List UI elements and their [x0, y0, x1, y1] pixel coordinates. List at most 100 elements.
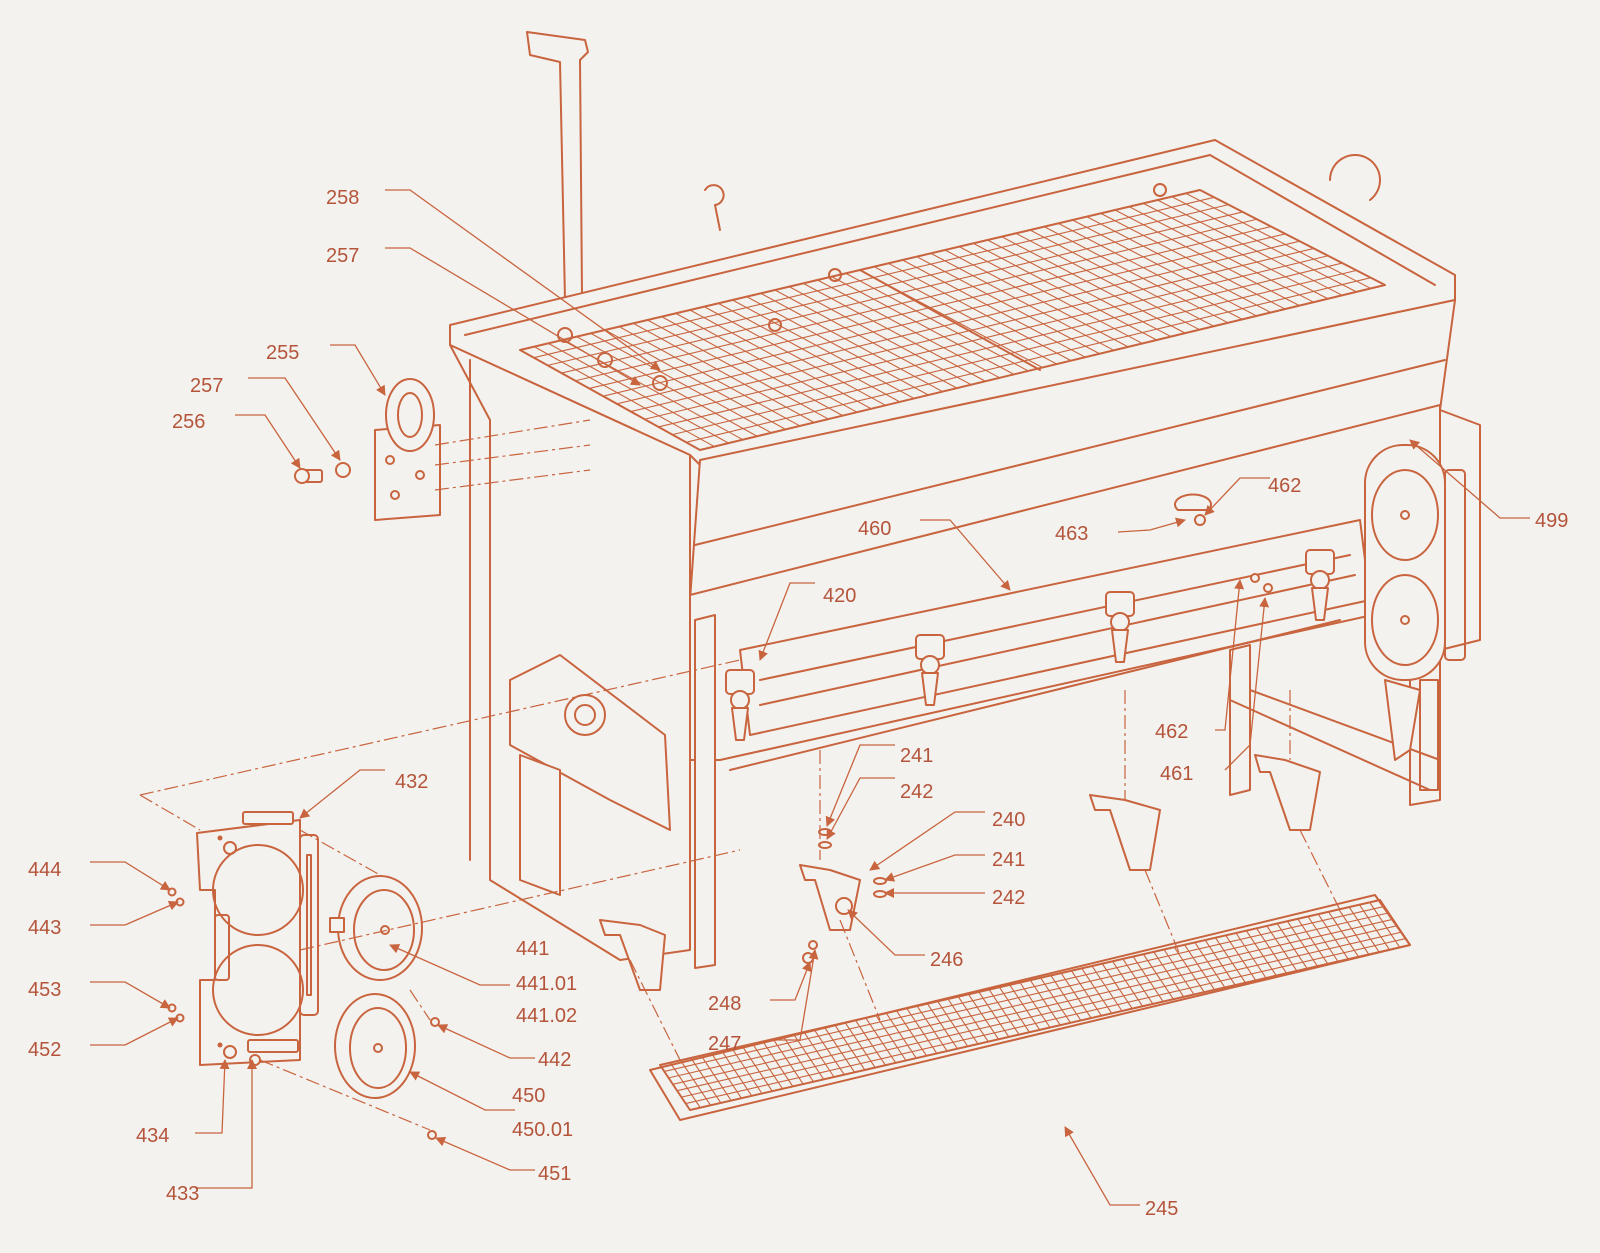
grid-line	[616, 240, 1300, 405]
callout-442: 442	[538, 1049, 571, 1071]
grid-line	[888, 262, 1072, 362]
callout-462-bottom: 462	[1155, 721, 1188, 743]
grid-line	[1276, 923, 1308, 969]
grid-line	[630, 247, 1314, 413]
callout-420: 420	[823, 585, 856, 607]
callout-240: 240	[992, 809, 1025, 831]
grid-line	[647, 319, 829, 420]
grid-line	[813, 1029, 845, 1075]
grid-line	[1101, 963, 1133, 1009]
grid-line	[885, 1012, 917, 1059]
callout-461: 461	[1160, 763, 1193, 785]
grid-line	[916, 256, 1100, 355]
grid-line	[1143, 202, 1329, 300]
grid-line	[1369, 902, 1401, 948]
grid-line	[604, 329, 786, 430]
grid-line	[973, 242, 1157, 341]
grid-line	[689, 309, 872, 410]
grid-line	[845, 272, 1029, 372]
grid-line	[1029, 229, 1215, 327]
grid-line	[1153, 951, 1185, 998]
grid-line	[1157, 199, 1343, 296]
grid-line	[1029, 979, 1061, 1026]
grid-line	[937, 1001, 969, 1047]
grid-line	[668, 912, 1389, 1079]
grid-line	[957, 996, 989, 1042]
callout-432: 432	[395, 771, 428, 793]
grid-line	[854, 1019, 886, 1066]
grid-line	[1245, 930, 1277, 976]
grid-line	[1194, 942, 1226, 988]
grid-line	[1081, 968, 1113, 1014]
nozzles	[725, 549, 1335, 741]
grid-line	[685, 938, 1406, 1105]
grid-line	[731, 1048, 763, 1094]
callout-247: 247	[708, 1033, 741, 1055]
nozzle	[725, 669, 755, 741]
grid-line	[1307, 916, 1339, 962]
grid-line	[947, 998, 979, 1045]
grid-line	[875, 1015, 907, 1061]
grid-line	[1204, 939, 1236, 986]
grid-line	[1348, 906, 1380, 953]
handle-post	[526, 31, 589, 301]
grid-line	[1225, 935, 1257, 981]
grid-line	[690, 1057, 722, 1104]
grid-line	[669, 1062, 701, 1108]
small-hardware	[802, 493, 1273, 964]
grid-line	[998, 986, 1030, 1033]
top-screen-grid	[533, 192, 1371, 448]
callout-241-top: 241	[900, 745, 933, 767]
grid-line	[548, 342, 729, 444]
callout-441-01: 441.01	[516, 973, 577, 995]
callout-451: 451	[538, 1163, 571, 1185]
callout-433: 433	[166, 1183, 199, 1205]
grid-line	[1317, 913, 1349, 960]
grid-line	[680, 1059, 712, 1106]
grid-line	[732, 299, 915, 399]
bearing-plate	[509, 654, 671, 896]
grid-line	[681, 931, 1402, 1098]
grid-line	[1072, 219, 1257, 317]
grid-line	[1266, 925, 1298, 972]
grid-line	[944, 249, 1129, 348]
grid-line	[1043, 226, 1229, 324]
grid-line	[1235, 932, 1267, 979]
callout-241-bottom: 241	[992, 849, 1025, 871]
grid-line	[686, 277, 1371, 443]
grid-line	[824, 1026, 856, 1073]
grid-line	[1070, 970, 1102, 1017]
grid-line	[772, 1038, 804, 1085]
grid-line	[958, 246, 1143, 344]
alignment-lines	[139, 419, 1341, 1131]
grid-line	[1019, 982, 1051, 1028]
callout-242-bottom: 242	[992, 887, 1025, 909]
callout-453: 453	[28, 979, 61, 1001]
callout-460: 460	[858, 518, 891, 540]
grid-line	[746, 296, 929, 396]
grid-line	[661, 316, 843, 417]
grid-line	[1185, 192, 1371, 289]
grid-line	[677, 925, 1398, 1092]
grid-line	[718, 302, 901, 403]
grid-line	[896, 1010, 928, 1057]
nozzle	[1105, 591, 1135, 663]
grid-line	[987, 239, 1172, 338]
washer-257	[335, 462, 351, 478]
grid-line	[633, 322, 815, 423]
grid-line	[1050, 975, 1082, 1021]
grid-line	[788, 286, 972, 386]
callout-444: 444	[28, 859, 61, 881]
bolt-256	[294, 468, 323, 484]
grid-line	[1256, 927, 1288, 974]
grid-line	[844, 1022, 876, 1068]
grid-line	[672, 269, 1357, 436]
grid-line	[1328, 911, 1360, 958]
grid-line	[906, 1008, 938, 1054]
grid-line	[1015, 232, 1200, 331]
grid-line	[589, 226, 1272, 389]
callout-450-01: 450.01	[512, 1119, 573, 1141]
grid-line	[1086, 216, 1272, 313]
callout-441: 441	[516, 938, 549, 960]
